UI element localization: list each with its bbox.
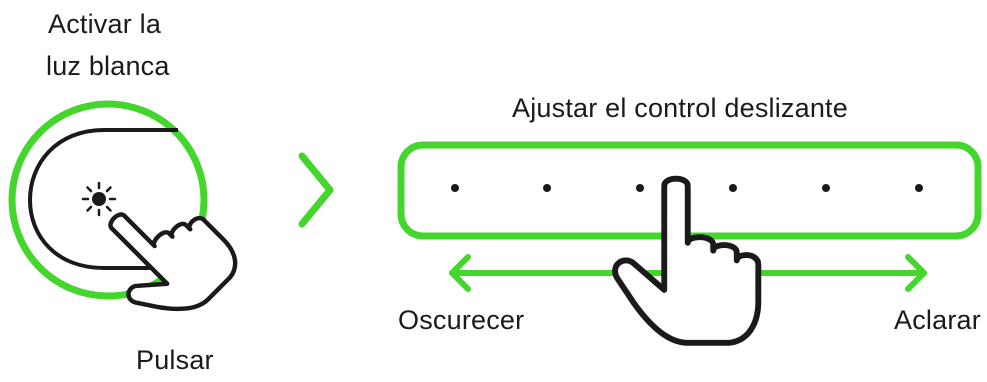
activate-title-line2: luz blanca bbox=[46, 51, 170, 81]
pointing-hand-icon bbox=[82, 174, 246, 338]
press-label: Pulsar bbox=[136, 345, 214, 375]
darken-label: Oscurecer bbox=[398, 305, 525, 335]
activate-title-line1: Activar la bbox=[48, 9, 162, 39]
slider-title: Ajustar el control deslizante bbox=[512, 93, 848, 123]
brighten-label: Aclarar bbox=[894, 305, 981, 335]
button-body bbox=[27, 128, 178, 270]
arrow-left-icon bbox=[449, 254, 471, 292]
sun-icon bbox=[81, 181, 117, 217]
button-ring bbox=[8, 100, 208, 300]
slider-hand-icon bbox=[615, 179, 758, 343]
slider-dot bbox=[729, 184, 737, 192]
light-button-illustration bbox=[8, 100, 208, 300]
slider-dot bbox=[543, 184, 551, 192]
slider-dot bbox=[451, 184, 459, 192]
slider-dots bbox=[451, 184, 923, 192]
chevron-right-icon bbox=[298, 152, 334, 228]
slider-dot bbox=[915, 184, 923, 192]
slider-dot bbox=[822, 184, 830, 192]
arrow-right-icon bbox=[905, 254, 927, 292]
slider-dot bbox=[636, 184, 644, 192]
